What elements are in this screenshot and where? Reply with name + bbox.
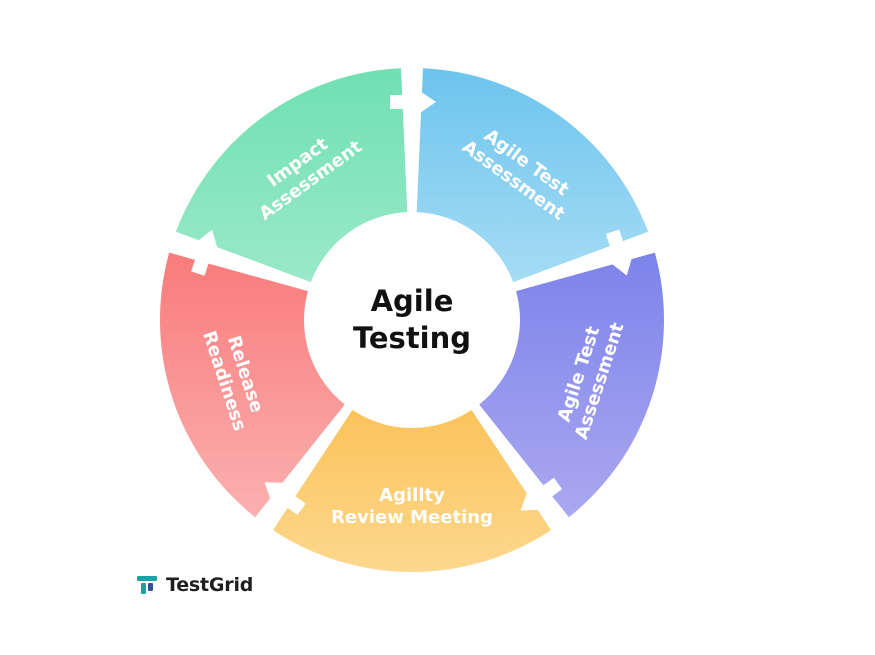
cycle-arrow-4 bbox=[264, 482, 306, 515]
segment-agile-test-top bbox=[416, 68, 649, 283]
brand-name: TestGrid bbox=[166, 574, 254, 596]
center-title-line-1: Agile bbox=[371, 284, 454, 318]
cycle-arrow-3 bbox=[520, 477, 563, 511]
center-title-line-2: Testing bbox=[353, 321, 471, 355]
testgrid-brand: TestGrid bbox=[136, 572, 253, 598]
segment-agility-review bbox=[272, 410, 552, 572]
cycle-arrow-1 bbox=[390, 87, 436, 117]
cycle-arrow-5 bbox=[191, 229, 220, 276]
segment-impact bbox=[175, 68, 408, 283]
testgrid-logo-icon bbox=[137, 576, 157, 594]
segment-agile-test-right bbox=[479, 252, 664, 518]
cycle-arrow-2 bbox=[605, 229, 635, 276]
segment-label-agility-review-line1: Agillty bbox=[379, 485, 445, 506]
segment-label-agility-review-line2: Review Meeting bbox=[331, 507, 493, 528]
segment-release bbox=[159, 252, 345, 518]
